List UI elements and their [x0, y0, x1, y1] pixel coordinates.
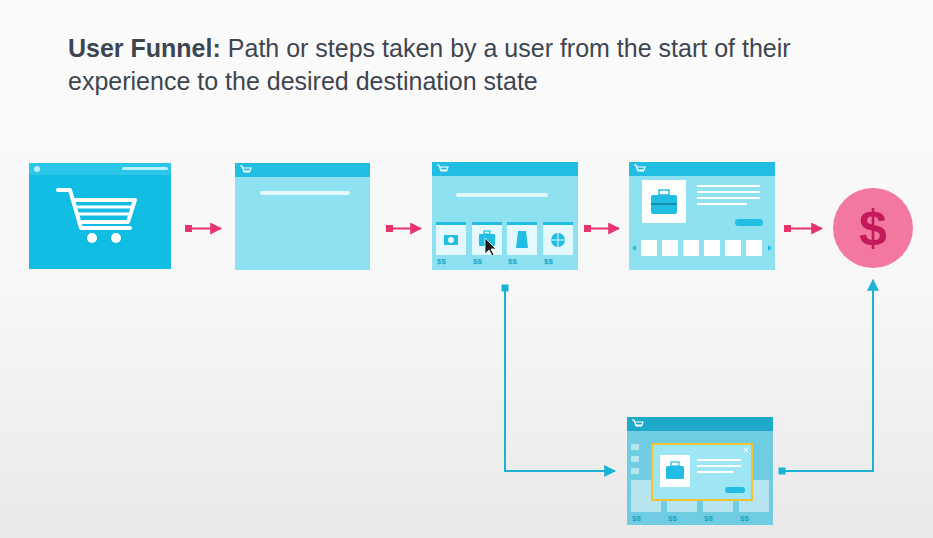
connector-line — [505, 288, 615, 471]
product-detail-screen — [629, 162, 775, 270]
price-text: $$ — [544, 257, 553, 266]
start-marker — [779, 468, 786, 475]
dollar-sign: $ — [859, 203, 887, 253]
product-list-screen — [432, 162, 578, 270]
price-text: $$ — [437, 257, 446, 266]
price-text: $$ — [508, 257, 517, 266]
connector-line — [782, 280, 873, 471]
step-arrows — [185, 225, 822, 232]
start-marker — [502, 285, 509, 292]
price-text: $$ — [740, 514, 749, 523]
price-text: $$ — [668, 514, 677, 523]
revenue-circle: $ — [833, 188, 913, 268]
price-text: $$ — [632, 514, 641, 523]
screen-box: $$ $$ $$ $$ — [432, 162, 578, 270]
heading: User Funnel:Path or steps taken by a use… — [68, 32, 868, 98]
title-text: User Funnel: — [68, 34, 221, 62]
search-screen — [235, 163, 370, 270]
quick-view-screen — [627, 417, 773, 525]
landing-screen — [29, 163, 171, 269]
flow-connector — [779, 280, 874, 475]
price-text: $$ — [473, 257, 482, 266]
price-text: $$ — [704, 514, 713, 523]
flow-connector — [502, 285, 616, 472]
screen-box: $$ $$ $$ $$ — [627, 417, 773, 525]
